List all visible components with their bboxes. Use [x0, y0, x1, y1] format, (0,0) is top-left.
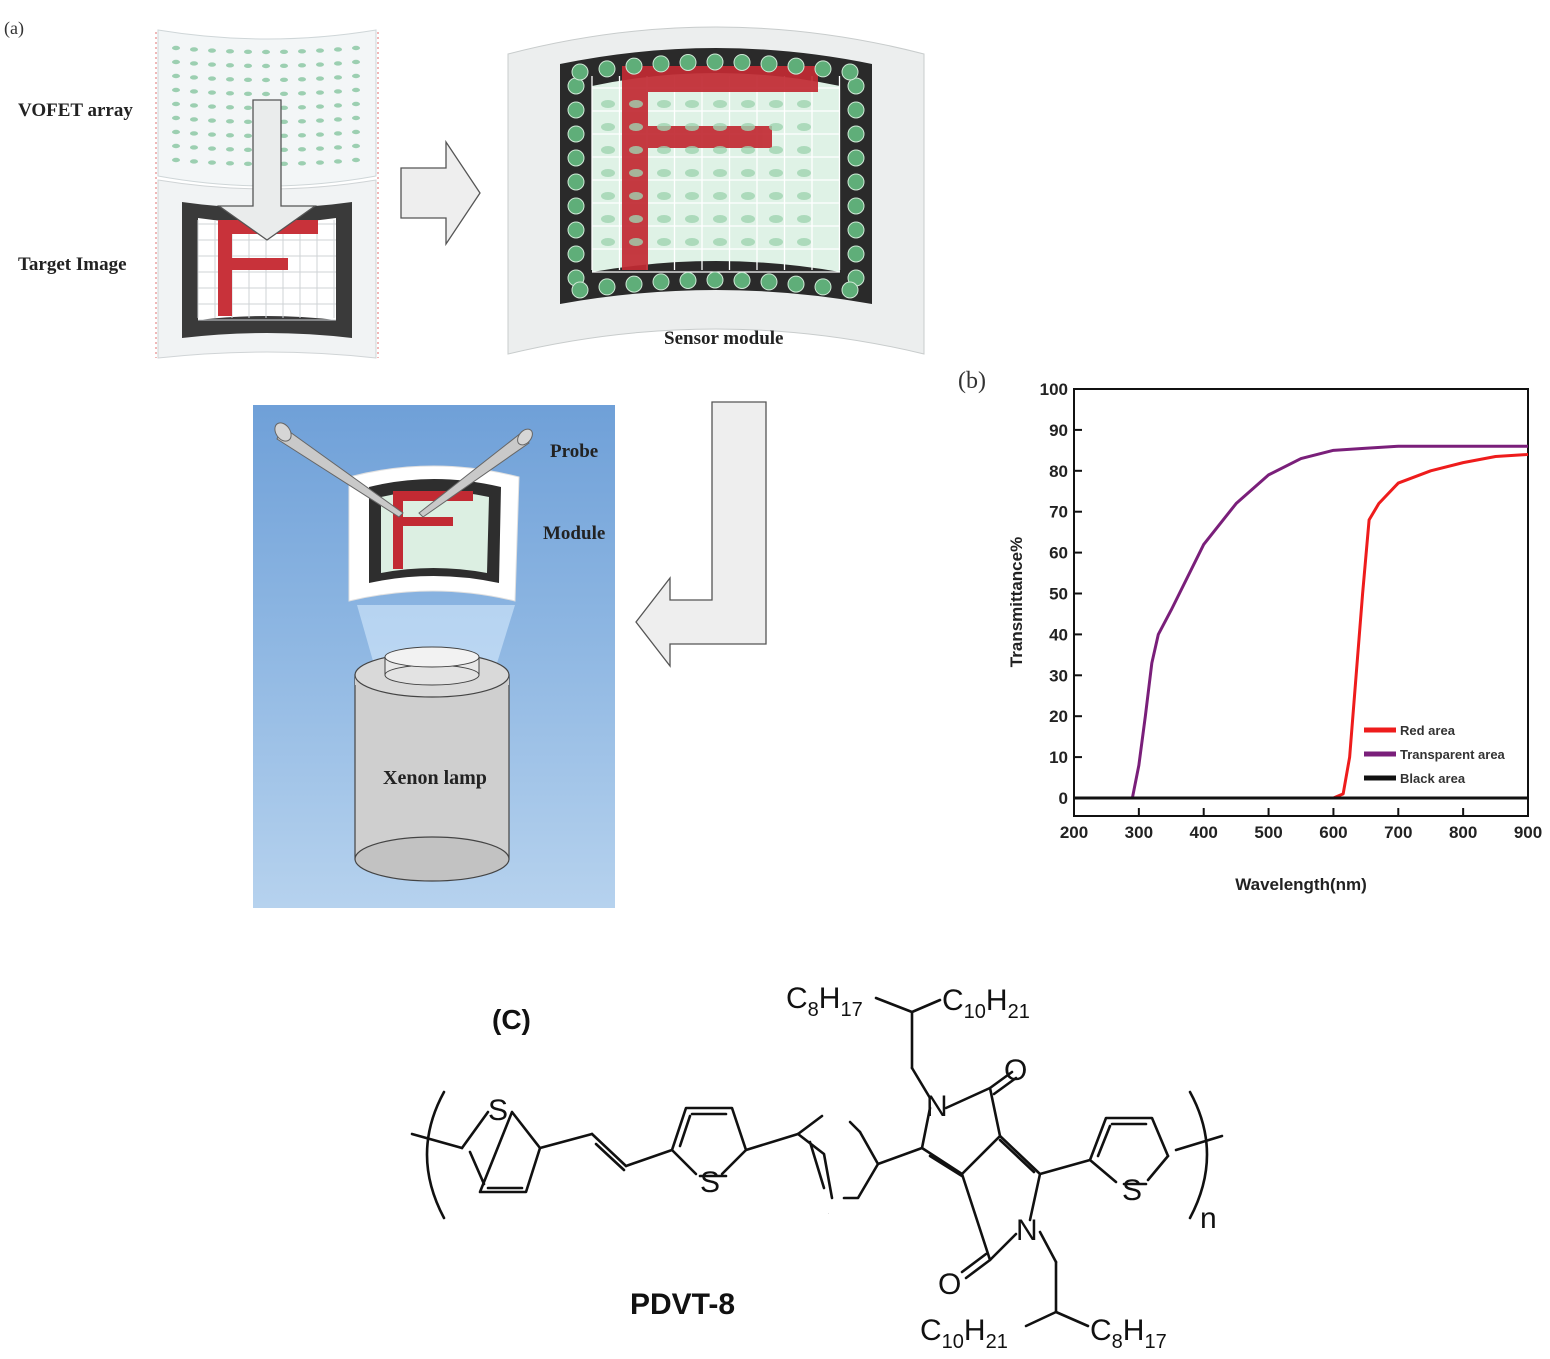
nitrogen-atom-1: N — [926, 1090, 948, 1123]
y-tick-label: 100 — [1040, 380, 1068, 399]
pdvt8-structure: S S S S N N O O n C8H17 C10H21 C10H21 C8… — [410, 982, 1224, 1353]
bent-arrow-icon — [635, 401, 767, 668]
repeat-subscript: n — [1200, 1202, 1217, 1235]
module-label: Module — [543, 523, 606, 544]
y-tick-label: 40 — [1049, 625, 1068, 644]
chain-top-right: C10H21 — [942, 984, 1030, 1023]
transmittance-chart: 0 10 20 30 40 50 60 70 80 90 100 200 300 400 500 600 70… — [1007, 380, 1542, 894]
y-tick-label: 90 — [1049, 421, 1068, 440]
vofet-array-label: VOFET array — [18, 100, 133, 121]
sulfur-atom-3: S — [828, 1213, 829, 1215]
y-tick-label: 50 — [1049, 585, 1068, 604]
chain-top-left: C8H17 — [786, 982, 863, 1021]
panel-c-label: (C) — [492, 1004, 531, 1035]
xenon-lamp-label: Xenon lamp — [383, 767, 487, 789]
right-bracket — [1188, 1090, 1209, 1220]
sulfur-atom-4: S — [1122, 1174, 1142, 1207]
x-tick-label: 200 — [1060, 823, 1088, 842]
measurement-setup: Probe Module Xenon lamp — [253, 405, 615, 908]
vofet-sheet-illustration — [155, 29, 379, 359]
sensor-module-label: Sensor module — [664, 328, 784, 349]
y-tick-label: 30 — [1049, 666, 1068, 685]
x-tick-label: 800 — [1449, 823, 1477, 842]
y-tick-label: 70 — [1049, 503, 1068, 522]
setup-drawing — [274, 422, 533, 882]
y-tick-label: 60 — [1049, 544, 1068, 563]
legend-label: Transparent area — [1400, 747, 1506, 762]
right-arrow-icon — [400, 139, 481, 247]
y-tick-label: 10 — [1049, 748, 1068, 767]
x-axis-title: Wavelength(nm) — [1235, 875, 1367, 894]
plot-frame — [1073, 388, 1529, 817]
y-tick-label: 0 — [1059, 789, 1068, 808]
x-tick-label: 900 — [1514, 823, 1542, 842]
y-tick-label: 80 — [1049, 462, 1068, 481]
series-lines — [1074, 444, 1529, 800]
legend-label: Red area — [1400, 723, 1456, 738]
legend-label: Black area — [1400, 771, 1466, 786]
y-axis-title: Transmittance% — [1007, 537, 1026, 667]
panel-a-label: (a) — [4, 18, 24, 38]
x-tick-label: 400 — [1190, 823, 1218, 842]
series-line-red-area — [1074, 452, 1529, 800]
target-image-label: Target Image — [18, 254, 127, 275]
polymer-name: PDVT-8 — [630, 1288, 736, 1321]
oxygen-atom-2: O — [938, 1268, 961, 1301]
sulfur-atom-1: S — [488, 1094, 508, 1127]
x-tick-label: 700 — [1384, 823, 1412, 842]
left-bracket — [425, 1090, 446, 1220]
chain-bottom-left: C10H21 — [920, 1314, 1008, 1353]
panel-b-label: (b) — [958, 368, 986, 394]
sulfur-atom-2: S — [700, 1166, 720, 1199]
oxygen-atom-1: O — [1004, 1054, 1027, 1087]
probe-label: Probe — [550, 441, 599, 462]
sensor-module-illustration — [507, 26, 925, 355]
series-line-transparent-area — [1074, 444, 1528, 800]
nitrogen-atom-2: N — [1016, 1214, 1038, 1247]
y-tick-label: 20 — [1049, 707, 1068, 726]
x-tick-label: 600 — [1319, 823, 1347, 842]
x-tick-label: 500 — [1254, 823, 1282, 842]
chain-bottom-right: C8H17 — [1090, 1314, 1167, 1353]
y-axis: 0 10 20 30 40 50 60 70 80 90 100 — [1040, 380, 1082, 808]
x-tick-label: 300 — [1125, 823, 1153, 842]
x-axis: 200 300 400 500 600 700 800 900 — [1060, 808, 1542, 842]
chain-labels: C8H17 C10H21 C10H21 C8H17 — [786, 982, 1167, 1353]
